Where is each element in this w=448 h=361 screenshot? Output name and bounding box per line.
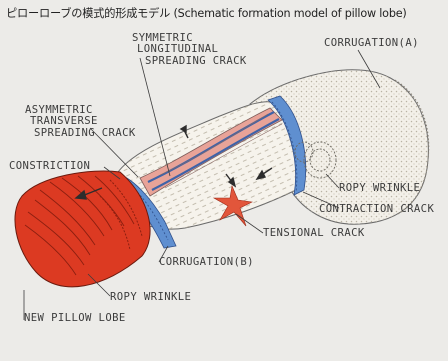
ropy-wrinkle-lower-label: ROPY WRINKLE [110, 292, 191, 303]
symmetric-crack-label-line2: LONGITUDINAL [137, 44, 218, 55]
contraction-crack-label: CONTRACTION CRACK [319, 204, 434, 215]
corrugation-b-label: CORRUGATION(B) [159, 257, 254, 268]
symmetric-crack-label-line3: SPREADING CRACK [145, 56, 247, 67]
constriction-label: CONSTRICTION [9, 161, 90, 172]
corrugation-a-label: CORRUGATION(A) [324, 38, 419, 49]
new-pillow-lobe-label: NEW PILLOW LOBE [24, 313, 126, 324]
tensional-crack-label: TENSIONAL CRACK [263, 228, 365, 239]
ropy-wrinkle-right-label: ROPY WRINKLE [339, 183, 420, 194]
asymmetric-crack-label-line3: SPREADING CRACK [34, 128, 136, 139]
asymmetric-crack-label-line2: TRANSVERSE [30, 116, 98, 127]
